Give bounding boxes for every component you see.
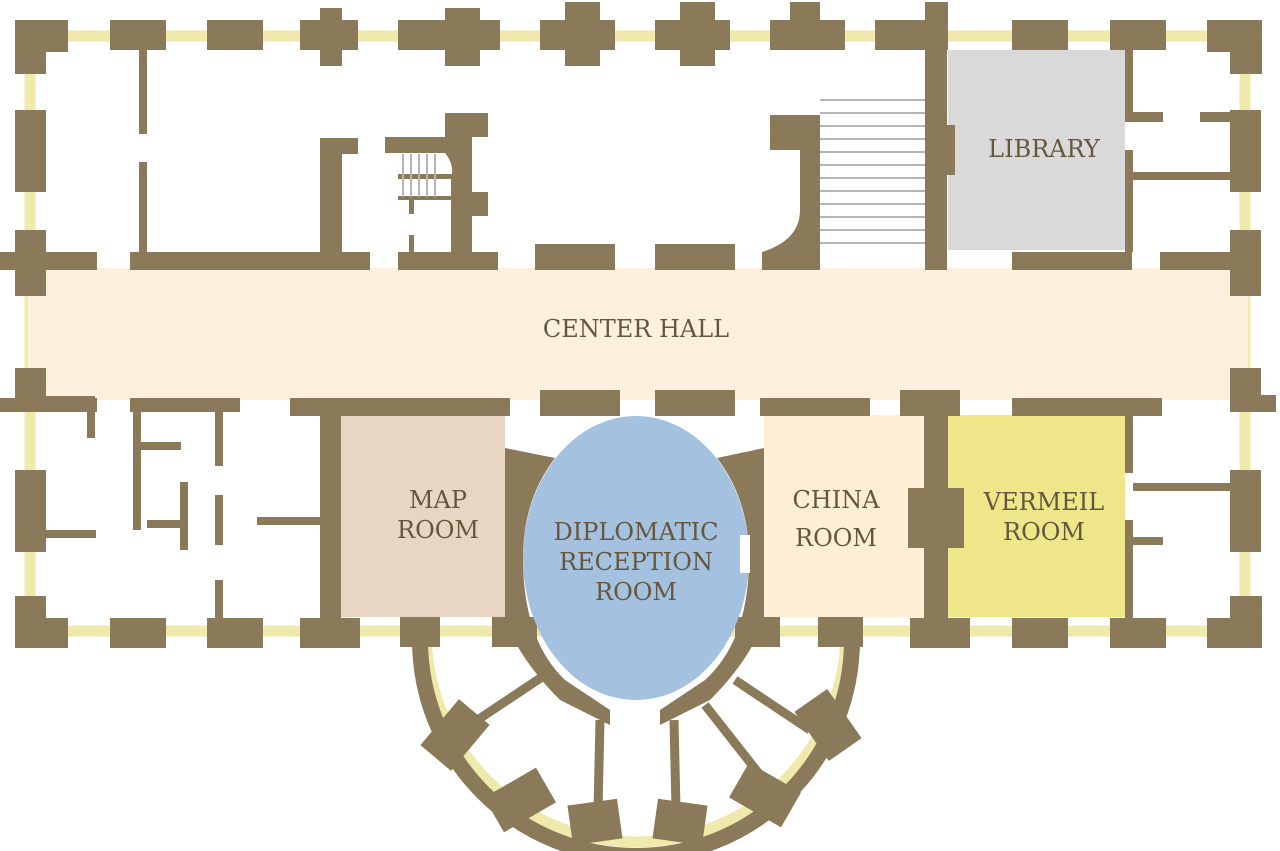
- service-staircase: [402, 154, 436, 197]
- library-label: LIBRARY: [988, 135, 1101, 163]
- vermeil-room[interactable]: [948, 415, 1125, 617]
- vermeil-room-label-1: VERMEIL: [983, 488, 1104, 516]
- map-room[interactable]: [341, 415, 505, 617]
- walls: [0, 2, 1276, 725]
- bow-walls: [412, 639, 862, 851]
- main-staircase: [820, 99, 925, 244]
- center-hall-label: CENTER HALL: [543, 315, 729, 343]
- map-room-label-1: MAP: [409, 486, 467, 514]
- center-hall[interactable]: [28, 268, 1248, 400]
- diplomatic-label-2: RECEPTION: [559, 548, 713, 576]
- map-room-label-2: ROOM: [397, 516, 479, 544]
- china-room-label-1: CHINA: [792, 486, 880, 514]
- doorway: [740, 535, 750, 573]
- vermeil-room-label-2: ROOM: [1003, 518, 1085, 546]
- china-room-label-2: ROOM: [795, 524, 877, 552]
- china-room[interactable]: [764, 415, 924, 617]
- diplomatic-label-3: ROOM: [595, 578, 677, 606]
- diplomatic-label-1: DIPLOMATIC: [554, 518, 719, 546]
- diplomatic-reception-room[interactable]: [523, 416, 749, 700]
- library[interactable]: [948, 50, 1125, 250]
